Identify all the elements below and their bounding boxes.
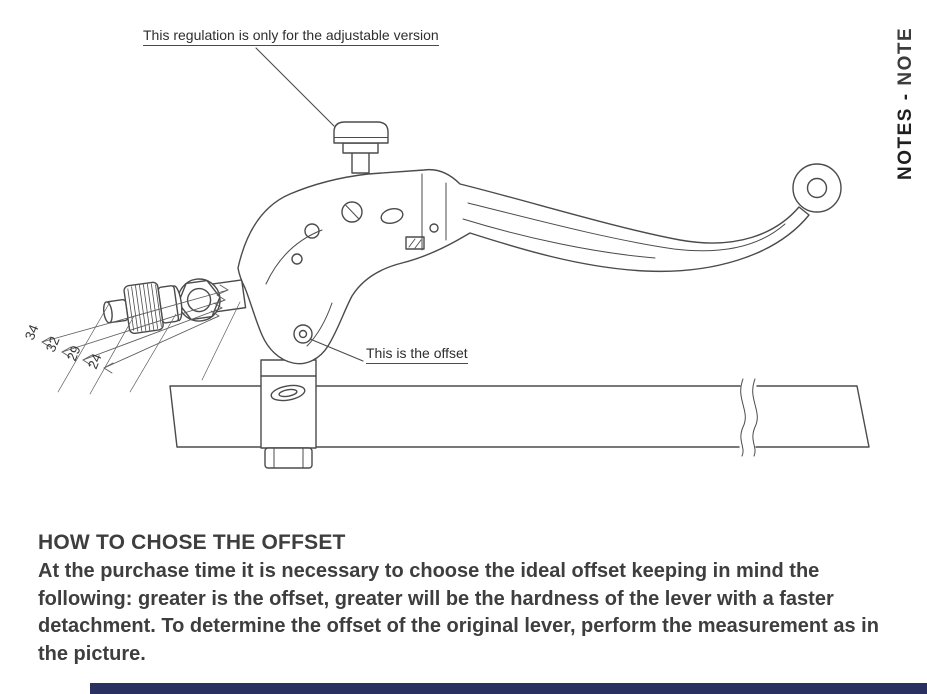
leader-adjustable-version bbox=[255, 47, 335, 127]
side-label-primary: NOTES bbox=[895, 107, 916, 180]
footer-bar bbox=[90, 683, 927, 694]
handlebar-clamp bbox=[260, 359, 317, 469]
blade-contours bbox=[462, 202, 786, 259]
side-label-secondary: NOTE bbox=[895, 26, 916, 86]
side-label-separator: - bbox=[895, 85, 916, 108]
section-body: At the purchase time it is necessary to … bbox=[38, 560, 879, 665]
dim-label-34: 34 bbox=[22, 322, 42, 342]
leader-offset bbox=[309, 338, 364, 362]
slotted-screw bbox=[341, 201, 363, 223]
lever-technical-drawing: 34 32 29 24 bbox=[22, 47, 870, 469]
dimension-lines bbox=[41, 284, 241, 395]
section-heading: HOW TO CHOSE THE OFFSET bbox=[38, 531, 346, 554]
leader-lines bbox=[255, 47, 364, 362]
dim-label-24: 24 bbox=[85, 351, 105, 371]
reach-adjuster-knob bbox=[333, 121, 389, 174]
handlebar-tube bbox=[169, 378, 870, 457]
lever-tip-hole bbox=[806, 177, 828, 199]
offset-hole bbox=[293, 324, 313, 344]
side-label-notes: NOTES - NOTE bbox=[895, 8, 917, 180]
lever-body bbox=[237, 163, 842, 365]
callout-adjustable-version: This regulation is only for the adjustab… bbox=[143, 27, 439, 46]
callout-offset: This is the offset bbox=[366, 345, 468, 364]
dim-label-32: 32 bbox=[43, 335, 63, 355]
dim-label-29: 29 bbox=[64, 344, 84, 364]
offset-adjuster bbox=[102, 278, 247, 335]
instruction-section: HOW TO CHOSE THE OFFSET At the purchase … bbox=[38, 531, 912, 668]
body-details bbox=[265, 173, 447, 347]
dimension-labels: 34 32 29 24 bbox=[22, 322, 105, 371]
